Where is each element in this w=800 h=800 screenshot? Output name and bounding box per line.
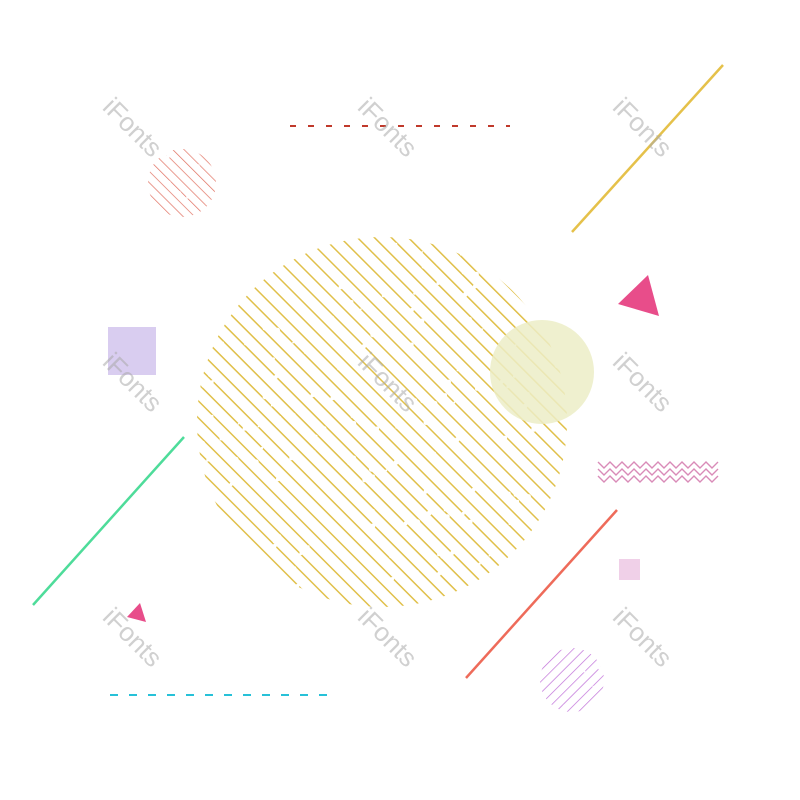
purple-hatched-circle — [540, 648, 604, 712]
lavender-square — [108, 327, 156, 375]
pink-triangle-small — [127, 603, 146, 622]
zigzag-band — [597, 461, 719, 483]
pink-triangle-large — [618, 275, 659, 316]
orange-diagonal-line — [465, 509, 618, 679]
zigzag-line — [597, 468, 719, 476]
zigzag-line — [597, 461, 719, 469]
olive-circle — [490, 320, 594, 424]
green-diagonal-line — [32, 436, 185, 606]
yellow-diagonal-line — [571, 64, 724, 233]
red-hatched-circle — [148, 149, 216, 217]
big-hatched-circle — [197, 237, 567, 607]
small-pink-square — [619, 559, 640, 580]
zigzag-line — [597, 475, 719, 483]
